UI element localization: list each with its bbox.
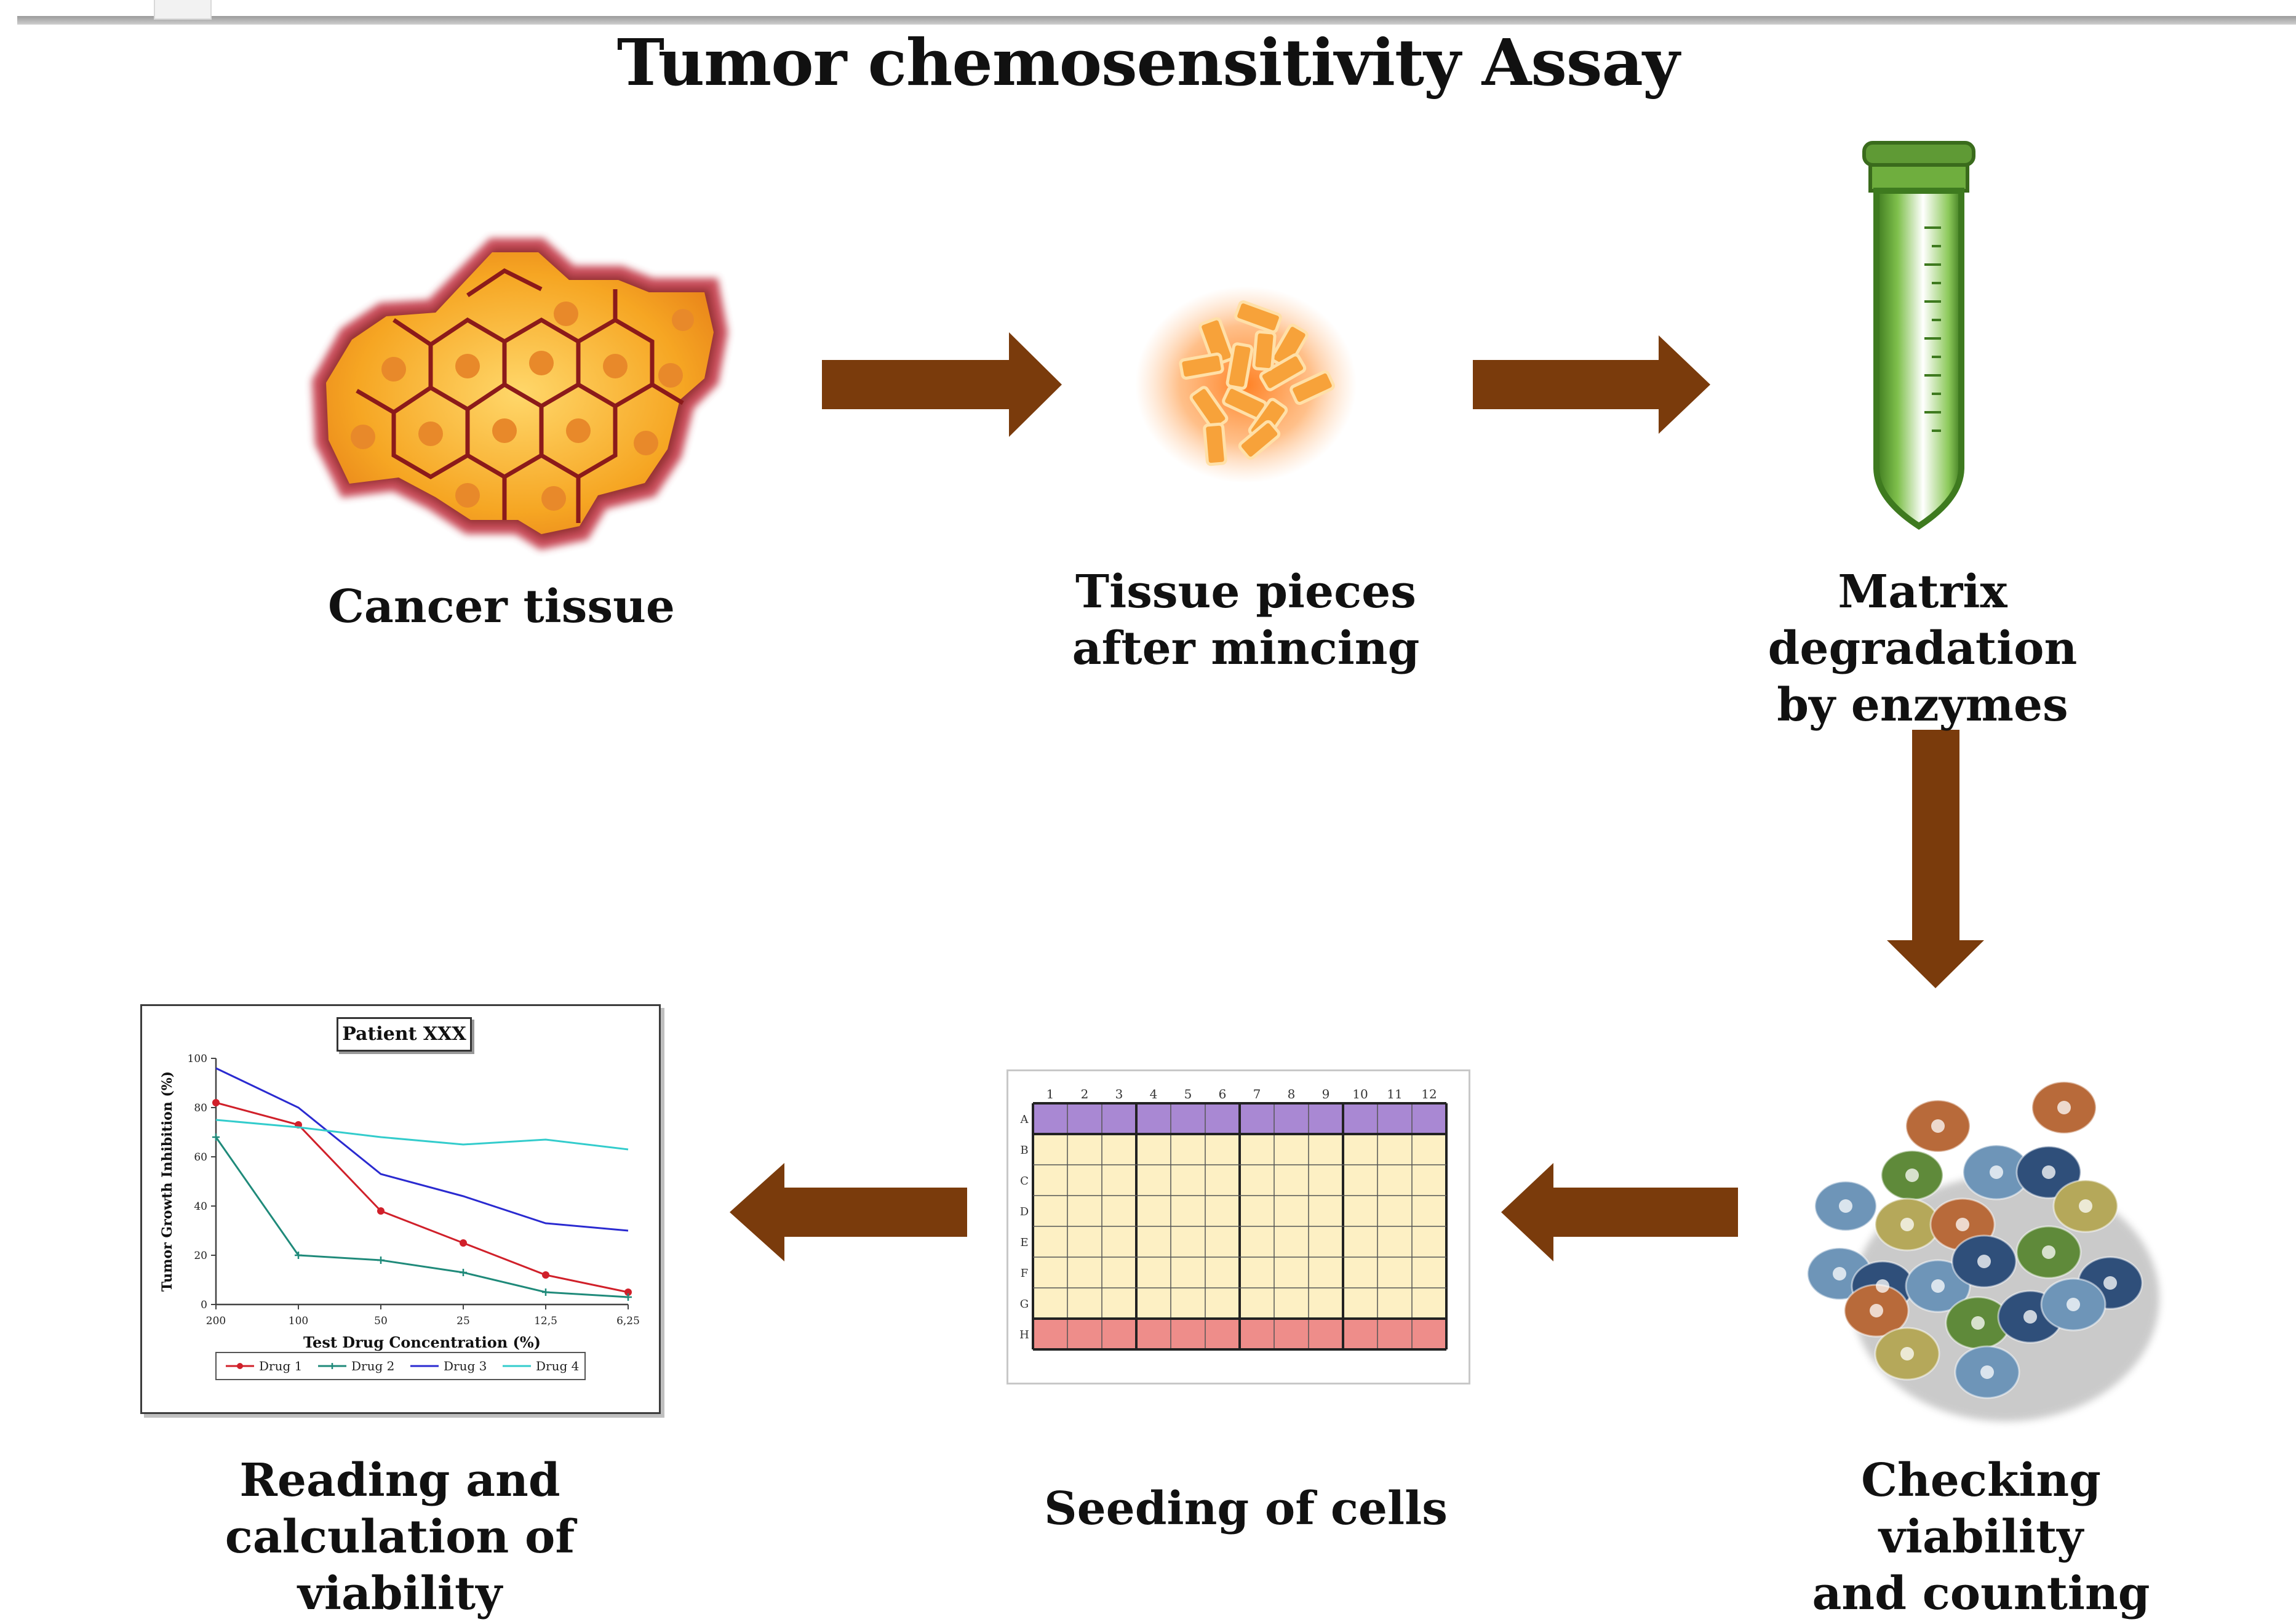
arrow-down [1887,730,1984,988]
x-tick-label: 100 [289,1315,308,1327]
series-line [215,1119,629,1151]
data-point [212,1133,220,1141]
arrow-right-1 [822,332,1062,437]
series-line [215,1067,629,1232]
cancer-tissue-icon [311,238,728,550]
y-tick-label: 100 [188,1053,207,1065]
x-tick-label: 200 [206,1315,226,1327]
chart-title: Patient XXX [337,1017,472,1052]
data-point [542,1271,549,1279]
data-point [377,1256,385,1264]
data-point [460,1239,467,1247]
tissue-pieces-icon [1135,286,1357,483]
plate-row-label: H [1019,1328,1029,1341]
x-tick-label: 6,25 [616,1315,640,1327]
label-cancer-tissue: Cancer tissue [327,580,676,633]
y-tick-label: 40 [194,1201,207,1213]
plate-column-label: 12 [1421,1087,1437,1101]
plate-column-label: 9 [1322,1087,1330,1101]
viability-chart: Patient XXX 0 20 40 60 80 100 200 100 50 25 12,5 6,… [140,1004,661,1414]
x-axis-label: Test Drug Concentration (%) [303,1333,541,1351]
label-tissue-pieces: Tissue pieces after mincing [1072,565,1420,675]
label-seeding: Seeding of cells [1044,1482,1448,1535]
arrow-left-2 [730,1163,967,1261]
y-tick-label: 60 [194,1151,207,1164]
series-line [215,1101,629,1293]
data-point [460,1269,467,1276]
y-axis-label: Tumor Growth Inhibition (%) [159,1071,175,1292]
cells-cluster-icon [1806,1081,2159,1421]
plate-row-label: E [1020,1236,1028,1249]
legend-label: Drug 4 [536,1359,579,1373]
label-checking-viability: Checking viability and counting [1812,1454,2150,1620]
legend-label: Drug 1 [259,1359,302,1373]
legend-marker [329,1363,335,1369]
x-tick-label: 12,5 [534,1315,557,1327]
top-tab-nub [154,0,212,20]
plate-row-label: A [1020,1113,1029,1126]
data-point [624,1293,632,1301]
plate-row-label: F [1021,1267,1029,1280]
label-matrix-degradation: Matrix degradation by enzymes [1768,565,2078,732]
y-tick-label: 80 [194,1102,207,1114]
diagram-title: Tumor chemosensitivity Assay [616,25,1680,100]
plate-column-label: 5 [1184,1087,1192,1101]
plate-column-label: 7 [1253,1087,1261,1101]
x-tick-label: 25 [456,1315,470,1327]
data-point [377,1207,385,1215]
plate-column-label: 8 [1288,1087,1296,1101]
data-point [295,1252,302,1259]
top-border-bar [17,16,2296,25]
plate-column-label: 11 [1387,1087,1402,1101]
legend-marker [237,1363,243,1369]
plate-column-label: 4 [1150,1087,1158,1101]
plate-row-label: G [1020,1298,1029,1311]
series-line [215,1137,629,1298]
data-point [624,1288,632,1296]
centrifuge-tube-icon [1862,141,1975,530]
label-reading: Reading and calculation of viability [225,1454,575,1620]
legend-label: Drug 3 [444,1359,487,1373]
legend-label: Drug 2 [351,1359,394,1373]
y-tick-label: 0 [201,1299,207,1311]
data-point [212,1099,220,1106]
arrow-left-1 [1501,1163,1738,1261]
plate-column-label: 1 [1046,1087,1054,1101]
y-tick-label: 20 [194,1250,207,1262]
diagram-graphics [311,141,2159,1421]
data-point [542,1288,549,1296]
plate-row-label: B [1020,1144,1028,1157]
arrow-right-2 [1473,335,1710,434]
plate-column-label: 2 [1081,1087,1089,1101]
plate-row-label: C [1020,1175,1029,1188]
plate-column-label: 6 [1219,1087,1227,1101]
plate-column-label: 10 [1352,1087,1368,1101]
x-tick-label: 50 [374,1315,388,1327]
plate-row-label: D [1020,1205,1029,1218]
plate-column-label: 3 [1115,1087,1123,1101]
